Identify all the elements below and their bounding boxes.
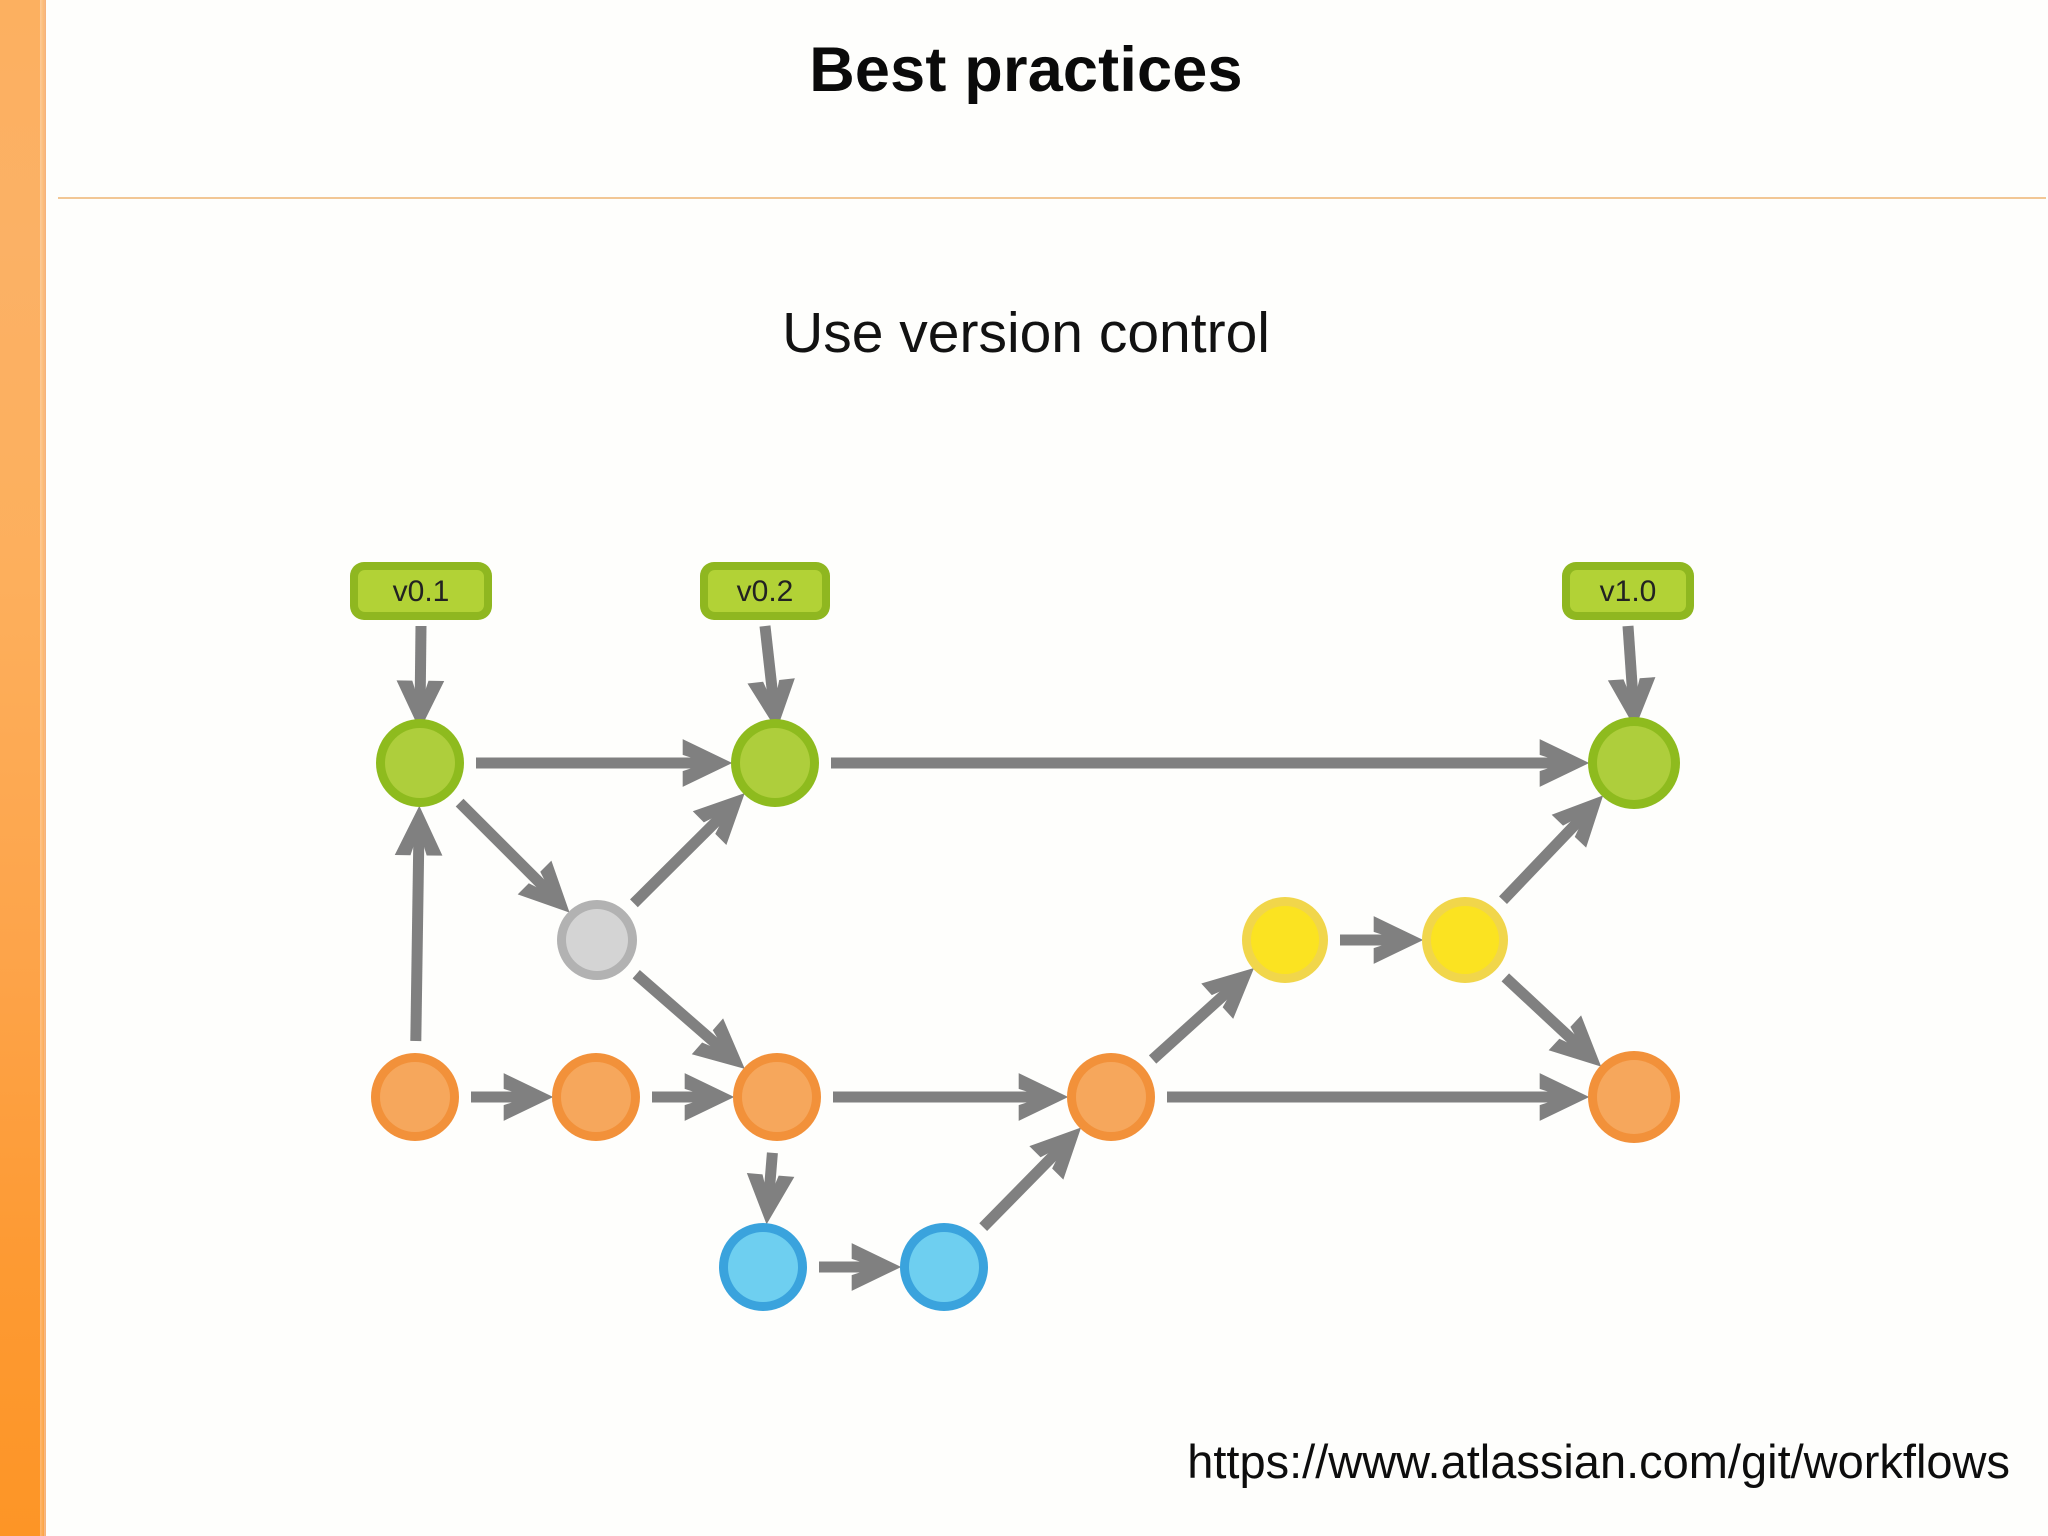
- commit-node-fill: [1076, 1062, 1146, 1132]
- commit-node-fill: [728, 1232, 798, 1302]
- commit-node-fill: [740, 728, 810, 798]
- commit-node-orange-2[interactable]: [552, 1053, 640, 1141]
- commit-node-green-1[interactable]: [376, 719, 464, 807]
- diagram-edge-tag-v10-to-green-3: [1607, 625, 1656, 729]
- version-tag-fill: [1570, 570, 1686, 612]
- diagram-edge-tag-v01-to-green-1: [396, 625, 445, 731]
- diagram-edge-orange-1-to-green-1: [394, 805, 443, 1042]
- decorative-sidebar-bar: [0, 0, 46, 1536]
- version-tag-v0-1[interactable]: v0.1: [350, 562, 492, 620]
- node-layer: [371, 717, 1680, 1311]
- commit-node-orange-3[interactable]: [733, 1053, 821, 1141]
- sidebar-bar-highlight: [40, 0, 46, 1536]
- version-tag-label: v0.2: [737, 575, 794, 608]
- commit-node-orange-5[interactable]: [1588, 1051, 1680, 1143]
- commit-node-orange-4[interactable]: [1067, 1053, 1155, 1141]
- commit-node-fill: [385, 728, 455, 798]
- version-tag-fill: [358, 570, 484, 612]
- source-url-text: https://www.atlassian.com/git/workflows: [1187, 1435, 2010, 1488]
- edge-layer: [394, 625, 1656, 1291]
- version-tag-fill: [708, 570, 822, 612]
- commit-node-fill: [1251, 906, 1319, 974]
- diagram-edge-orange-3-to-blue-1: [746, 1152, 795, 1225]
- title-divider-rule-shadow: [58, 197, 2046, 199]
- diagram-edge-yellow-2-to-orange-5: [1501, 973, 1602, 1067]
- commit-node-orange-1[interactable]: [371, 1053, 459, 1141]
- commit-node-gray-1[interactable]: [557, 900, 637, 980]
- commit-node-blue-2[interactable]: [900, 1223, 988, 1311]
- commit-node-yellow-2[interactable]: [1422, 897, 1508, 983]
- diagram-edge-tag-v02-to-green-2: [747, 625, 795, 731]
- commit-node-green-2[interactable]: [731, 719, 819, 807]
- commit-node-fill: [380, 1062, 450, 1132]
- commit-node-fill: [566, 909, 628, 971]
- commit-node-fill: [1597, 1060, 1671, 1134]
- commit-node-green-3[interactable]: [1588, 717, 1680, 809]
- diagram-edge-yellow-2-to-green-3: [1499, 795, 1604, 904]
- version-tag-label: v1.0: [1600, 575, 1657, 608]
- git-workflow-svg: v0.1 v0.2 v1.0: [350, 562, 1694, 1311]
- commit-node-yellow-1[interactable]: [1242, 897, 1328, 983]
- diagram-edge-gray-1-to-green-2: [630, 793, 745, 908]
- diagram-edge-green-1-to-gray-1: [455, 798, 570, 913]
- commit-node-blue-1[interactable]: [719, 1223, 807, 1311]
- commit-node-fill: [742, 1062, 812, 1132]
- version-tag-label: v0.1: [393, 575, 450, 608]
- diagram-edge-orange-4-to-yellow-1: [1148, 967, 1255, 1064]
- diagram-edge-gray-1-to-orange-3: [632, 970, 745, 1069]
- diagram-edge-blue-2-to-orange-4: [979, 1127, 1082, 1231]
- version-tag-v0-2[interactable]: v0.2: [700, 562, 830, 620]
- commit-node-fill: [561, 1062, 631, 1132]
- commit-node-fill: [909, 1232, 979, 1302]
- tag-layer: v0.1 v0.2 v1.0: [350, 562, 1694, 620]
- slide-subtitle: Use version control: [782, 301, 1270, 365]
- title-area: Best practices: [46, 0, 2048, 196]
- commit-node-fill: [1431, 906, 1499, 974]
- page-title: Best practices: [809, 35, 1243, 105]
- version-tag-v1-0[interactable]: v1.0: [1562, 562, 1694, 620]
- commit-node-fill: [1597, 726, 1671, 800]
- git-workflow-diagram: v0.1 v0.2 v1.0: [300, 540, 1760, 1360]
